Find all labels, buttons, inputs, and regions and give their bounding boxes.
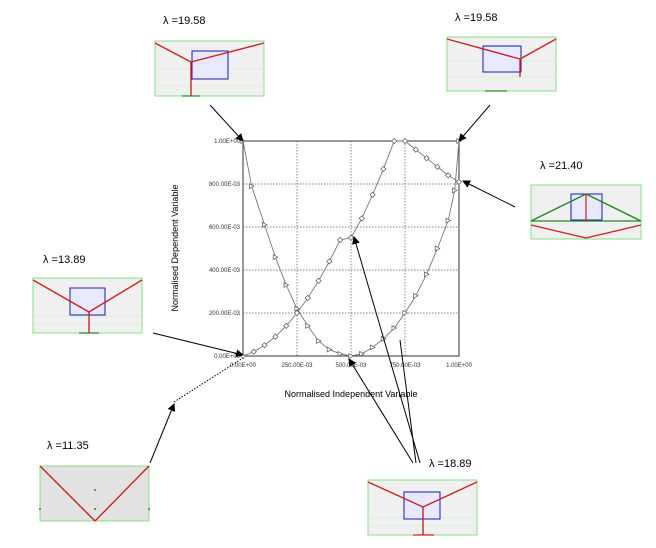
- x-tick-label: 750.00E-03: [389, 363, 421, 369]
- series-point: [326, 258, 333, 265]
- series-point: [359, 350, 365, 357]
- arrow-bottom-a: [352, 236, 421, 464]
- series-point: [315, 277, 322, 284]
- series-point: [294, 305, 301, 312]
- series-point: [370, 344, 376, 351]
- dotted-leader: [173, 357, 244, 403]
- y-tick-label: 1.00E+00: [214, 139, 241, 145]
- lambda-label-top-left: λ =19.58: [163, 15, 206, 27]
- x-tick-label: 500.00E-03: [335, 363, 367, 369]
- series-point: [380, 165, 387, 173]
- series-point: [283, 322, 290, 329]
- series-point: [337, 350, 344, 357]
- lambda-label-left: λ =13.89: [43, 254, 86, 266]
- thumb-top-right: [446, 36, 557, 92]
- y-ticks: 0.00E+00 200.00E-03 400.00E-03 600.00E-03 80…: [209, 139, 241, 360]
- y-tick-label: 200.00E-03: [209, 311, 241, 317]
- y-tick-label: 0.00E+00: [214, 354, 241, 360]
- series-point: [293, 309, 301, 317]
- series-point: [455, 178, 463, 185]
- series-point: [326, 346, 333, 353]
- series-line-0: [242, 140, 460, 357]
- lambda-label-top-right: λ =19.58: [455, 12, 498, 24]
- series-point: [272, 254, 279, 261]
- lambda-label-bottom: λ =18.89: [429, 458, 472, 470]
- series-point: [445, 217, 452, 224]
- series-point: [434, 245, 441, 252]
- plot-frame: [242, 140, 460, 357]
- y-axis-label: Normalised Dependent Variable: [170, 185, 180, 312]
- y-tick-label: 800.00E-03: [209, 182, 241, 188]
- arrow-bottom-left: [149, 403, 176, 464]
- series-point: [250, 348, 257, 355]
- lambda-label-right: λ =21.40: [540, 160, 583, 172]
- thumb-right: [530, 184, 642, 240]
- series-point: [305, 322, 311, 329]
- thumb-bottom-left: [39, 465, 150, 522]
- arrows: [149, 104, 516, 464]
- series-point: [391, 137, 398, 145]
- thumb-left: [32, 277, 143, 334]
- arrow-bottom-b: [348, 358, 414, 464]
- thumb-bottom: [367, 479, 478, 536]
- x-ticks: 0.00E+00 250.00E-03 500.00E-03 750.00E-03 1.…: [230, 363, 473, 369]
- series-point: [316, 337, 322, 344]
- arrow-bottom-c: [399, 339, 417, 464]
- series-point: [434, 163, 441, 170]
- series-point: [261, 342, 268, 349]
- x-tick-label: 0.00E+00: [230, 363, 257, 369]
- series-point: [413, 292, 419, 299]
- series-point: [272, 333, 279, 340]
- series-point: [262, 221, 268, 228]
- series-point: [348, 353, 355, 359]
- y-tick-label: 400.00E-03: [209, 268, 241, 274]
- series-point: [445, 172, 452, 179]
- x-axis-label: Normalised Independent Variable: [285, 389, 418, 399]
- series-point: [424, 271, 430, 278]
- arrow-right: [462, 180, 516, 208]
- series-point: [337, 236, 344, 243]
- y-tick-label: 600.00E-03: [209, 225, 241, 231]
- series-point: [391, 325, 398, 332]
- thumb-top-left: [154, 40, 265, 97]
- series-point: [369, 191, 376, 198]
- x-tick-label: 1.00E+00: [446, 363, 473, 369]
- x-tick-label: 250.00E-03: [281, 363, 313, 369]
- series-point: [358, 215, 365, 222]
- arrow-top-left: [209, 104, 244, 142]
- arrow-top-right: [458, 104, 491, 142]
- series-point: [412, 146, 419, 153]
- arrow-left: [152, 332, 244, 358]
- series-point: [304, 294, 311, 302]
- lambda-label-bottom-left: λ =11.35: [47, 440, 89, 452]
- series-point: [249, 183, 255, 190]
- series-point: [283, 282, 290, 289]
- grid: [243, 141, 459, 356]
- series-point: [452, 187, 458, 194]
- series-point: [401, 137, 409, 145]
- plot-area: 0.00E+00 250.00E-03 500.00E-03 750.00E-03 1.…: [209, 137, 473, 369]
- series-point: [402, 310, 409, 316]
- series-point: [423, 155, 430, 162]
